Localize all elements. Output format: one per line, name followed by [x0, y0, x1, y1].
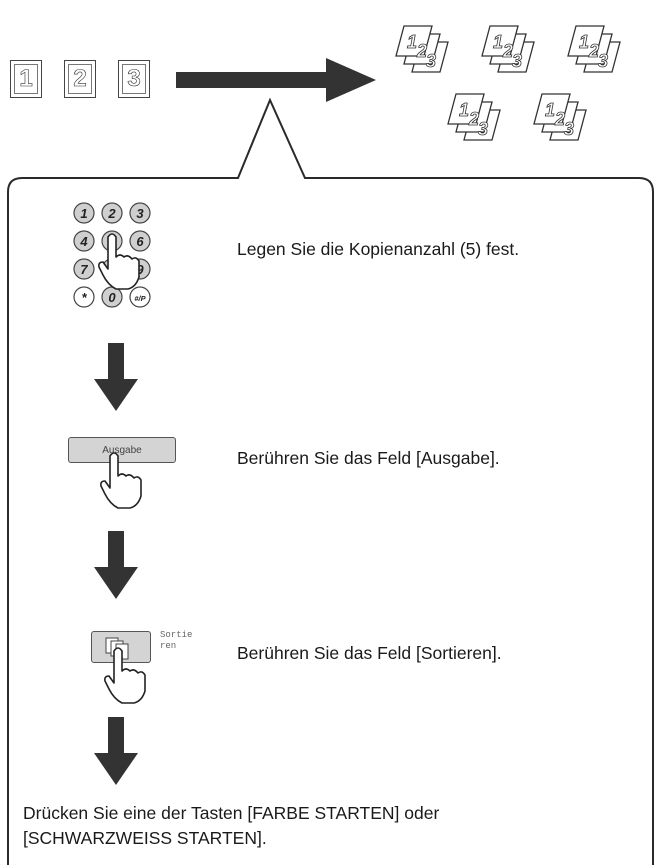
key-2: 2 — [101, 202, 123, 224]
key-label: 2 — [107, 206, 116, 221]
key-3: 3 — [129, 202, 151, 224]
original-3: 3 — [118, 60, 150, 98]
copy-page-2: 2 — [416, 41, 427, 61]
key-label: #/P — [134, 294, 146, 303]
step-2-text: Berühren Sie das Feld [Ausgabe]. — [237, 448, 500, 468]
key-0: 0 — [101, 286, 123, 308]
copy-page-1: 1 — [459, 100, 469, 120]
right-arrow-icon — [176, 58, 376, 102]
sortieren-label: Sortie ren — [160, 630, 193, 651]
step-1-text: Legen Sie die Kopienanzahl (5) fest. — [237, 239, 520, 259]
copy-page-2: 2 — [588, 41, 599, 61]
copy-page-3: 3 — [512, 51, 522, 71]
key-1: 1 — [73, 202, 95, 224]
original-number: 3 — [127, 65, 141, 93]
down-arrow-icon — [94, 531, 138, 599]
copy-page-3: 3 — [478, 119, 488, 139]
original-number: 2 — [73, 65, 87, 93]
copy-page-1: 1 — [407, 32, 417, 52]
key-label: 9 — [136, 262, 144, 277]
key-label: 6 — [136, 234, 144, 249]
numeric-keypad: 1 2 3 4 5 6 7 8 9 * 0 #/P — [73, 202, 151, 308]
copy-page-3: 3 — [426, 51, 436, 71]
copy-page-2: 2 — [502, 41, 513, 61]
original-1: 1 — [10, 60, 42, 98]
copy-page-1: 1 — [579, 32, 589, 52]
key-label: 4 — [79, 234, 88, 249]
original-2: 2 — [64, 60, 96, 98]
key-label: * — [81, 290, 87, 305]
key-4: 4 — [73, 230, 95, 252]
sorted-copy-sets: 1 2 3 1 2 3 1 2 3 1 2 3 1 2 3 — [395, 25, 621, 141]
ausgabe-button-label: Ausgabe — [102, 444, 142, 456]
step-3-text: Berühren Sie das Feld [Sortieren]. — [237, 643, 502, 663]
copy-page-2: 2 — [554, 109, 565, 129]
copy-page-3: 3 — [564, 119, 574, 139]
key-hash-p: #/P — [129, 286, 151, 308]
key-star: * — [73, 286, 95, 308]
key-label: 7 — [80, 262, 88, 277]
key-label: 3 — [136, 206, 144, 221]
down-arrow-icon — [94, 343, 138, 411]
copy-page-1: 1 — [493, 32, 503, 52]
pointing-hand-icon — [104, 647, 146, 704]
down-arrow-icon — [94, 717, 138, 785]
pointing-hand-icon — [100, 452, 142, 509]
key-label: 1 — [80, 206, 87, 221]
step-4-text: Drücken Sie eine der Tasten [FARBE START… — [23, 803, 440, 848]
pointing-hand-icon — [98, 233, 140, 290]
key-7: 7 — [73, 258, 95, 280]
key-6: 6 — [129, 230, 151, 252]
key-label: 0 — [108, 290, 116, 305]
copy-page-3: 3 — [598, 51, 608, 71]
original-number: 1 — [19, 65, 33, 93]
copy-page-2: 2 — [468, 109, 479, 129]
copy-page-1: 1 — [545, 100, 555, 120]
ausgabe-button[interactable]: Ausgabe — [68, 437, 176, 463]
